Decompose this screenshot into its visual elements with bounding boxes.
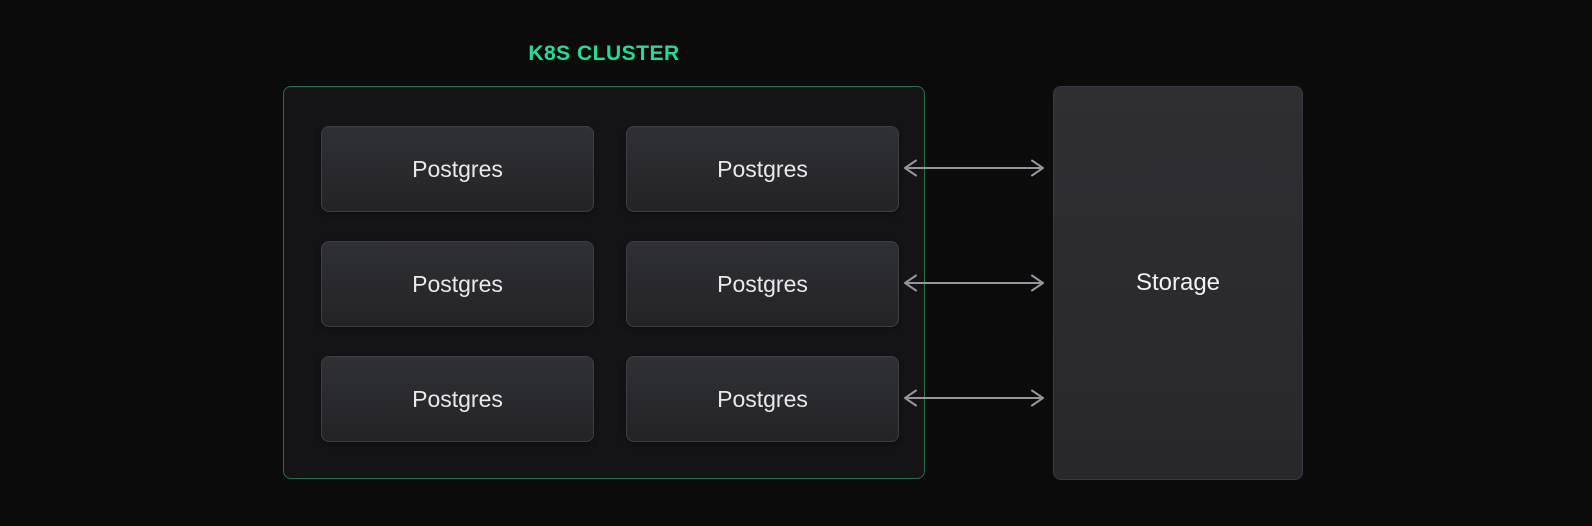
bidirectional-arrow-icon: [901, 386, 1047, 410]
postgres-node-6: Postgres: [626, 356, 899, 442]
postgres-node-4: Postgres: [626, 241, 899, 327]
k8s-cluster-box: Postgres Postgres Postgres Postgres Post…: [283, 86, 925, 479]
bidirectional-arrow-icon: [901, 156, 1047, 180]
postgres-node-5: Postgres: [321, 356, 594, 442]
postgres-node-2: Postgres: [626, 126, 899, 212]
postgres-node-label: Postgres: [717, 385, 808, 412]
k8s-cluster-title: K8S CLUSTER: [528, 42, 680, 65]
storage-box: Storage: [1053, 86, 1303, 480]
storage-label: Storage: [1135, 269, 1221, 296]
bidirectional-arrow-icon: [901, 271, 1047, 295]
postgres-node-label: Postgres: [412, 270, 503, 297]
postgres-node-grid: Postgres Postgres Postgres Postgres Post…: [321, 126, 899, 442]
postgres-node-label: Postgres: [717, 155, 808, 182]
postgres-node-3: Postgres: [321, 241, 594, 327]
postgres-node-1: Postgres: [321, 126, 594, 212]
postgres-node-label: Postgres: [412, 155, 503, 182]
postgres-node-label: Postgres: [412, 385, 503, 412]
postgres-node-label: Postgres: [717, 270, 808, 297]
